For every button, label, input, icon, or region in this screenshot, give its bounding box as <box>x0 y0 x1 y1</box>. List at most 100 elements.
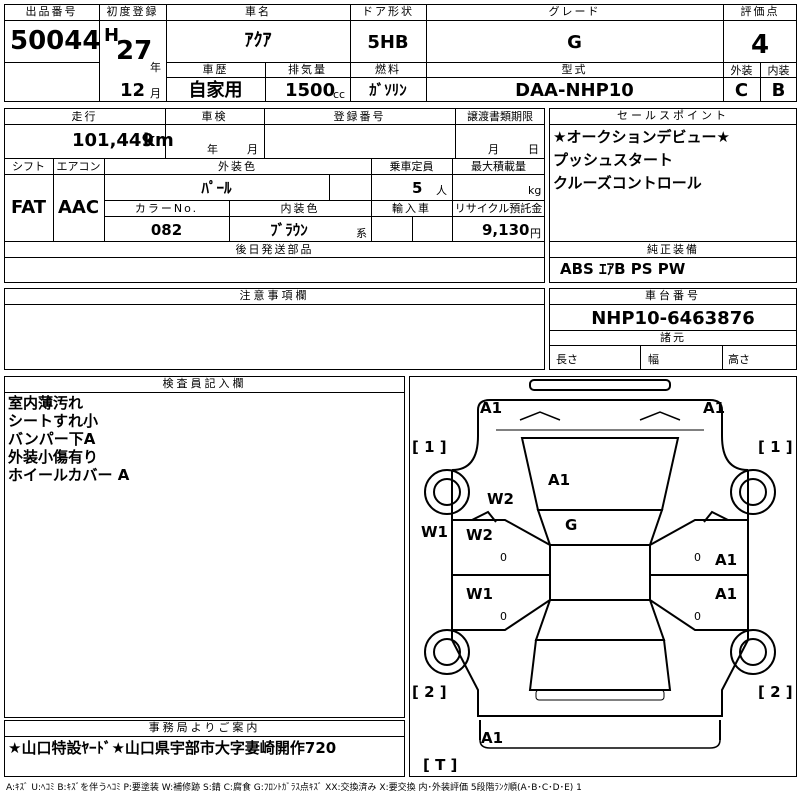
reg-year: 27 <box>116 36 153 66</box>
mark-a1-rear: A1 <box>481 729 504 747</box>
spec-length: 長さ <box>556 353 578 366</box>
reg-month: 12 <box>120 80 146 101</box>
inspector-note-1: 室内薄汚れ <box>8 394 84 412</box>
inspection-label: 車検 <box>201 110 228 123</box>
int-color-unit: 系 <box>356 227 367 240</box>
int-color-label: 内装色 <box>280 202 320 215</box>
mileage-label: 走行 <box>71 110 98 123</box>
transfer-day: 日 <box>528 143 539 156</box>
year-unit: 年 <box>150 61 161 74</box>
mark-a1-right-rear-door: A1 <box>715 585 738 603</box>
mark-zero-3: 0 <box>500 610 507 623</box>
model-code: DAA-NHP10 <box>515 80 634 101</box>
mark-w1-rear-door: W1 <box>466 585 493 603</box>
recycle-unit: 円 <box>530 227 541 240</box>
colorno-label: カラーNo. <box>134 202 199 215</box>
import-label: 輸入車 <box>392 202 431 215</box>
era: H <box>104 25 120 46</box>
mark-a1-front-right: A1 <box>703 399 726 417</box>
recycle-fee: 9,130 <box>482 221 530 239</box>
score-label: 評価点 <box>740 5 780 18</box>
sales-points-block <box>549 108 797 283</box>
notes-label: 注意事項欄 <box>4 289 545 305</box>
mileage: 101,449 <box>72 130 154 151</box>
transfer-month: 月 <box>488 143 499 156</box>
header-block <box>4 4 797 102</box>
sales-point-3: クルーズコントロール <box>553 174 702 192</box>
office-notice: ★山口特設ﾔｰﾄﾞ★山口県宇部市大字妻崎開作720 <box>8 739 337 757</box>
mark-w2-front-door: W2 <box>466 526 493 544</box>
seats-unit: 人 <box>436 184 447 197</box>
lot-number: 50044 <box>10 26 101 56</box>
equipment-label: 純正装備 <box>647 243 699 256</box>
sales-points-label: セールスポイント <box>549 109 797 125</box>
mark-zero-1: 0 <box>500 551 507 564</box>
fuel-label: 燃料 <box>375 63 401 76</box>
int-label: 内装 <box>767 64 790 77</box>
inspection-month-unit: 月 <box>247 143 258 156</box>
color-number: 082 <box>150 221 183 239</box>
spec-height: 高さ <box>728 353 750 366</box>
door-type: 5HB <box>367 32 409 53</box>
mark-left-1: [ 1 ] <box>412 438 447 456</box>
office-block <box>4 720 405 777</box>
legend: A:ｷｽﾞ U:ﾍｺﾐ B:ｷｽﾞを伴うﾍｺﾐ P:要塗装 W:補修跡 S:錆 … <box>6 783 582 793</box>
displacement: 1500 <box>285 80 336 101</box>
office-label: 事務局よりご案内 <box>4 721 405 737</box>
car-name: ｱｸｱ <box>244 30 272 51</box>
shift: FAT <box>10 197 47 218</box>
model-label: 型式 <box>561 63 588 76</box>
specs-label: 諸元 <box>660 331 686 344</box>
exterior-color: ﾊﾟｰﾙ <box>201 179 232 197</box>
transfer-label: 譲渡書類期限 <box>467 110 533 123</box>
car-name-label: 車名 <box>245 5 271 18</box>
door-label: ドア形状 <box>362 5 414 18</box>
score: 4 <box>750 30 770 60</box>
sales-point-2: プッシュスタート <box>553 151 674 169</box>
mark-t: [ T ] <box>423 756 458 774</box>
interior-color: ﾌﾞﾗｳﾝ <box>270 221 308 239</box>
mileage-unit: km <box>143 130 174 151</box>
notes-block <box>4 288 545 370</box>
inspection-year-unit: 年 <box>207 143 218 156</box>
int-grade: B <box>771 80 786 101</box>
mark-a1-hood: A1 <box>548 471 571 489</box>
ac-label: エアコン <box>56 160 101 173</box>
spec-width: 幅 <box>648 353 659 366</box>
history: 自家用 <box>188 80 243 101</box>
load-label: 最大積載量 <box>471 160 526 173</box>
color-label: 外装色 <box>218 160 257 173</box>
chassis-label: 車台番号 <box>549 289 797 305</box>
fuel: ｶﾞｿﾘﾝ <box>369 81 407 99</box>
ac: AAC <box>57 197 100 218</box>
vehicle-info-block <box>4 108 545 283</box>
grade-label: グレード <box>548 5 601 18</box>
mark-zero-2: 0 <box>694 551 701 564</box>
shift-label: シフト <box>12 160 45 173</box>
mark-a1-front-left: A1 <box>480 399 503 417</box>
grade: G <box>567 32 582 53</box>
regno-label: 登録番号 <box>333 110 386 123</box>
chassis-block <box>549 288 797 370</box>
disp-label: 排気量 <box>288 63 327 76</box>
mark-zero-4: 0 <box>694 610 701 623</box>
history-label: 車歴 <box>202 63 229 76</box>
mark-left-2: [ 2 ] <box>412 683 447 701</box>
ext-grade: C <box>734 80 749 101</box>
inspector-note-4: 外装小傷有り <box>8 448 99 466</box>
mark-w1-left: W1 <box>421 523 448 541</box>
first-reg-label: 初度登録 <box>106 5 159 18</box>
inspector-note-5: ホイールカバー A <box>8 466 130 484</box>
mark-right-1: [ 1 ] <box>758 438 793 456</box>
chassis-number: NHP10-6463876 <box>591 308 755 329</box>
lot-label: 出品番号 <box>25 5 78 18</box>
month-unit: 月 <box>150 87 161 100</box>
inspector-note-2: シートすれ小 <box>8 412 99 430</box>
sales-point-1: ★オークションデビュー★ <box>553 128 730 146</box>
later-parts-label: 後日発送部品 <box>235 243 314 256</box>
mark-g-windshield: G <box>565 516 578 534</box>
disp-unit: cc <box>333 88 346 101</box>
mark-right-2: [ 2 ] <box>758 683 793 701</box>
damage-diagram-frame <box>409 376 797 777</box>
recycle-label: リサイクル預託金 <box>454 202 543 215</box>
